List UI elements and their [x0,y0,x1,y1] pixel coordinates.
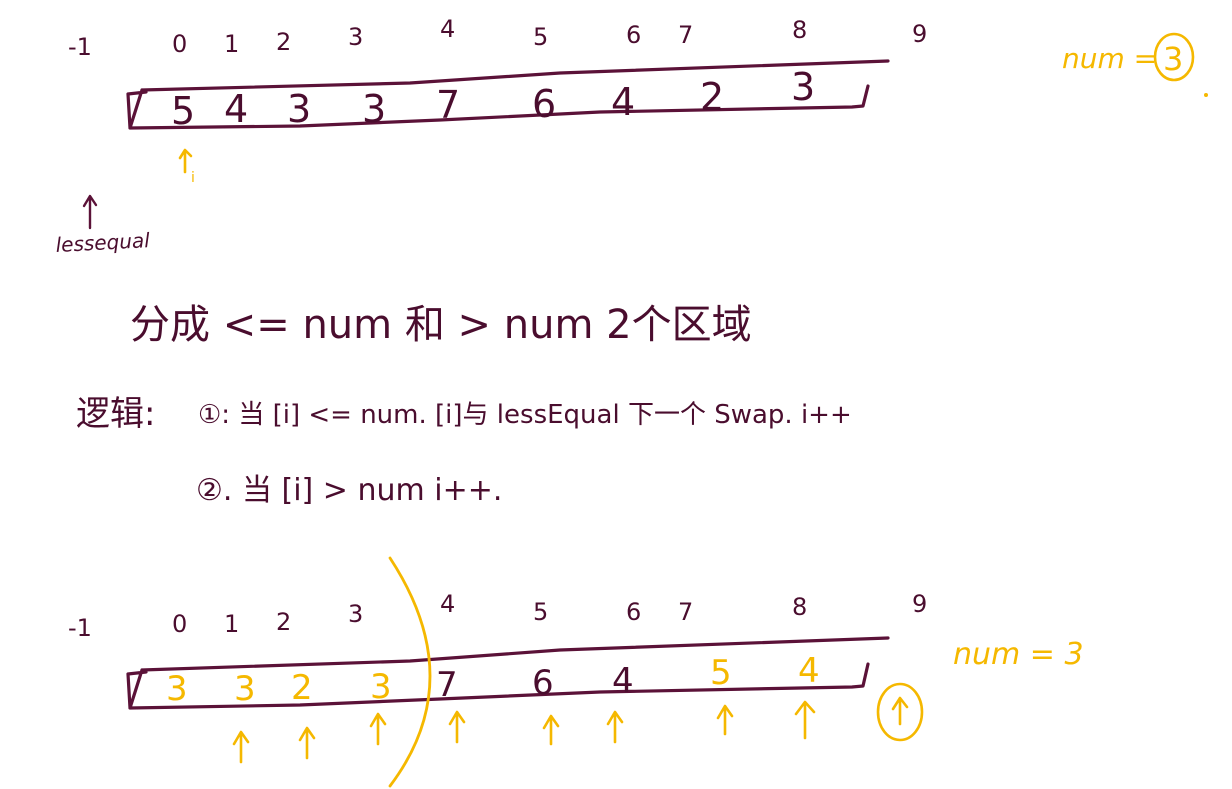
top-index: 6 [626,21,641,49]
bottom-value: 7 [436,665,458,705]
up-arrow-icon [82,194,98,230]
up-arrow-icon [542,714,560,746]
top-num-annotation: num = 3 [1062,32,1208,97]
bottom-value: 6 [532,663,554,703]
num-value: 3 [1163,40,1183,78]
logic-label: 逻辑: [76,394,155,434]
bottom-value-row: 3 3 2 3 7 6 4 5 4 [166,651,820,709]
pointer-i-label: i [191,170,195,186]
top-value: 6 [532,82,556,126]
bottom-value: 4 [612,661,634,701]
bottom-index: 6 [626,598,641,626]
circled-pointer [876,682,924,742]
stray-dot [1204,93,1208,97]
bottom-value: 4 [798,651,820,691]
bottom-index: 9 [912,590,927,618]
bottom-index: 2 [276,608,291,636]
top-index: 9 [912,20,927,48]
up-arrow-icon [716,704,734,736]
top-index: 4 [440,15,455,43]
top-index: 2 [276,28,291,56]
top-index: 8 [792,16,807,44]
up-arrow-icon [794,700,816,740]
top-value: 3 [791,65,815,109]
pointer-i: i [178,148,195,186]
bottom-index: 8 [792,593,807,621]
up-arrow-icon [606,710,624,744]
bottom-value: 2 [291,668,313,708]
bottom-value: 3 [370,667,392,707]
bottom-index: 0 [172,610,187,638]
bottom-index-row: -1 0 1 2 3 4 5 6 7 8 9 [68,590,927,642]
up-arrow-icon [178,148,193,174]
bottom-value: 3 [166,669,188,709]
rule-2: ②. 当 [i] > num i++. [196,473,502,508]
top-array-box [126,59,890,130]
top-index: 0 [172,30,187,58]
bottom-index: -1 [68,614,92,642]
rule-1: ①: 当 [i] <= num. [i]与 lessEqual 下一个 Swap… [198,400,852,430]
num-label: num = [1062,42,1157,75]
explanation-line-1: 分成 <= num 和 > num 2个区域 [130,302,752,348]
top-value: 3 [287,87,311,131]
top-value-row: 5 4 3 3 7 6 4 2 3 [171,65,815,133]
up-arrow-icon [298,726,316,760]
top-value: 2 [700,75,724,119]
bottom-arrows [232,682,924,764]
partition-curve [388,556,432,788]
top-value: 5 [171,89,195,133]
top-index-row: -1 0 1 2 3 4 5 6 7 8 9 [68,15,927,61]
top-index: 5 [533,23,548,51]
bottom-index: 7 [678,598,693,626]
bottom-num-label: num = 3 [953,637,1084,672]
top-value: 4 [224,87,248,131]
up-arrow-icon [891,696,909,726]
up-arrow-icon [369,712,387,746]
bottom-index: 5 [533,598,548,626]
pointer-lessequal: lessequal [55,194,151,257]
bottom-value: 5 [710,653,732,693]
bottom-index: 3 [348,600,363,628]
bottom-value: 3 [234,669,256,709]
top-index: -1 [68,33,92,61]
bottom-index: 1 [224,610,239,638]
top-value: 4 [611,80,635,124]
num-circle [1153,32,1195,82]
top-index: 3 [348,23,363,51]
bottom-array-box [126,636,890,710]
lessequal-label: lessequal [55,228,151,257]
explanation: 分成 <= num 和 > num 2个区域 逻辑: ①: 当 [i] <= n… [76,302,852,508]
top-value: 3 [362,87,386,131]
top-index: 7 [678,21,693,49]
up-arrow-icon [448,710,466,744]
up-arrow-icon [232,730,250,764]
bottom-index: 4 [440,590,455,618]
top-index: 1 [224,30,239,58]
top-value: 7 [436,83,460,127]
